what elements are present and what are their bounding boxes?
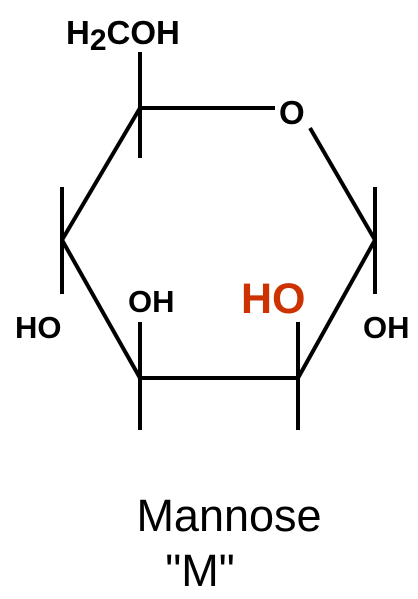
bond-c1-c2	[296, 239, 377, 379]
molecule-abbreviation: "M"	[165, 545, 234, 596]
c6-hydroxymethyl-label: H2COH	[66, 14, 180, 57]
molecule-name: Mannose	[136, 490, 321, 541]
c4-hydroxyl-label: HO	[15, 310, 62, 345]
bond-o-c1	[308, 126, 377, 242]
c6-h: H	[66, 14, 90, 51]
c2-hydroxyl-highlight-label: HO	[241, 275, 306, 323]
c3-hydroxyl-label: OH	[128, 284, 175, 319]
ring-oxygen-label: O	[279, 94, 305, 131]
c6-subscript: 2	[90, 24, 107, 57]
c1-hydroxyl-label: OH	[363, 310, 410, 345]
c6-coh: COH	[107, 14, 180, 51]
ring-bonds	[60, 106, 377, 380]
bond-c4-c5	[60, 106, 142, 242]
bond-c3-c4	[60, 239, 142, 379]
substituent-bonds	[60, 52, 377, 430]
